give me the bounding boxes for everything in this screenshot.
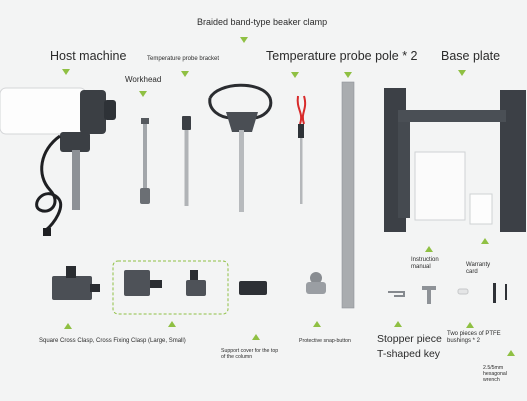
support-cover-label: Support cover for the top of the column xyxy=(221,348,279,360)
small-parts-image xyxy=(388,283,507,304)
host-machine-label: Host machine xyxy=(50,49,127,63)
arrow-icon xyxy=(168,321,176,327)
arrow-icon xyxy=(481,238,489,244)
warranty-card-image xyxy=(469,193,493,225)
arrow-icon xyxy=(291,72,299,78)
clasp-group-frame xyxy=(112,260,229,315)
arrow-icon xyxy=(62,69,70,75)
hex-wrench-label: 2.5/5mm hexagonal wrench xyxy=(483,365,507,383)
probe-bracket-image xyxy=(182,116,191,206)
stopper-piece-label: Stopper piece xyxy=(377,333,442,345)
arrow-icon xyxy=(458,70,466,76)
snap-button-label: Protective snap-button xyxy=(299,338,351,344)
temp-probe-pole-label: Temperature probe pole * 2 xyxy=(266,49,418,63)
arrow-icon xyxy=(344,72,352,78)
arrow-icon xyxy=(313,321,321,327)
probe-pole-image xyxy=(341,81,355,309)
workhead-image xyxy=(140,118,150,204)
beaker-clamp-image xyxy=(208,83,273,212)
instruction-manual-label: Instruction manual xyxy=(411,257,439,270)
warranty-card-label: Warranty card xyxy=(466,262,491,275)
arrow-icon xyxy=(466,322,474,328)
instruction-manual-image xyxy=(414,151,466,221)
support-cover-image xyxy=(239,281,267,295)
ptfe-bushings-label: Two pieces of PTFE bushings * 2 xyxy=(447,331,501,344)
base-plate-image xyxy=(384,88,526,232)
t-key-label: T-shaped key xyxy=(377,348,441,360)
arrow-icon xyxy=(252,334,260,340)
workhead-label: Workhead xyxy=(125,75,162,84)
arrow-icon xyxy=(394,321,402,327)
clasps-label: Square Cross Clasp, Cross Fixing Clasp (… xyxy=(39,338,186,344)
arrow-icon xyxy=(64,323,72,329)
host-machine-image xyxy=(0,87,116,236)
arrow-icon xyxy=(181,71,189,77)
clasps-image xyxy=(52,266,206,300)
base-plate-label: Base plate xyxy=(441,49,501,63)
arrow-icon xyxy=(425,246,433,252)
arrow-icon xyxy=(139,91,147,97)
arrow-icon xyxy=(507,350,515,356)
beaker-clamp-label: Braided band-type beaker clamp xyxy=(197,17,328,27)
snap-button-image xyxy=(306,272,326,294)
arrow-icon xyxy=(240,37,248,43)
temperature-probe-image xyxy=(296,95,307,204)
temp-probe-bracket-label: Temperature probe bracket xyxy=(147,56,220,62)
